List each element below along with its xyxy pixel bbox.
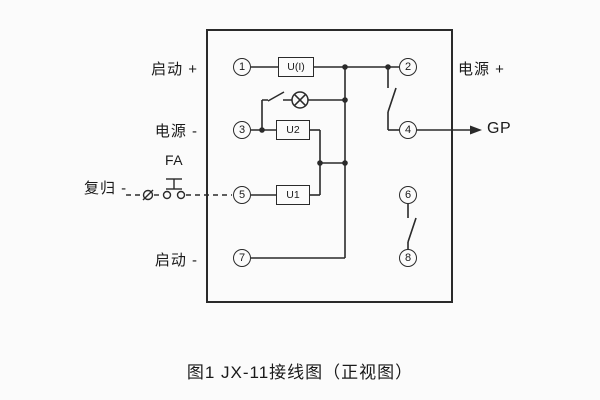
label-fa: FA <box>164 152 184 168</box>
junction-dots <box>259 64 391 166</box>
gp-arrow <box>470 125 482 135</box>
unit-u2-label: U2 <box>286 123 300 136</box>
contact-t2-t4 <box>387 67 397 130</box>
label-gp: GP <box>487 120 512 137</box>
terminal-7-number: 7 <box>238 251 246 264</box>
unit-box-u2: U2 <box>276 120 310 140</box>
junction-dot <box>342 97 348 103</box>
reset-button-symbol <box>126 178 232 201</box>
terminal-2: 2 <box>399 58 417 76</box>
gp-arrowhead <box>470 125 482 135</box>
label-power-plus: 电源 + <box>458 61 505 78</box>
terminal-1: 1 <box>233 58 251 76</box>
contact-2-4-blade <box>387 87 397 113</box>
terminal-5-number: 5 <box>238 188 246 201</box>
lamp-x-stroke-2 <box>293 93 307 107</box>
terminal-5: 5 <box>233 186 251 204</box>
junction-dot <box>342 64 348 70</box>
relay-case-outline <box>206 29 453 303</box>
reset-contact-circle-right <box>176 190 186 200</box>
label-start-minus: 启动 - <box>154 252 198 269</box>
terminal-8: 8 <box>399 249 417 267</box>
relay-case-rect <box>206 29 453 303</box>
junction-dot <box>317 160 323 166</box>
terminal-2-number: 2 <box>404 60 412 73</box>
figure-caption: 图1 JX-11接线图（正视图） <box>186 363 414 382</box>
unit-box-ui: U(I) <box>278 57 314 77</box>
junction-dot <box>342 160 348 166</box>
terminal-3: 3 <box>233 121 251 139</box>
unit-u1-label: U1 <box>286 188 300 201</box>
signal-lamp-symbol <box>262 91 309 109</box>
reset-socket-slash <box>142 189 154 201</box>
terminal-7: 7 <box>233 249 251 267</box>
reset-contact-circle-left <box>162 190 172 200</box>
contact-t6-t8 <box>407 204 417 249</box>
unit-ui-label: U(I) <box>287 60 305 73</box>
terminal-6: 6 <box>399 186 417 204</box>
terminal-3-number: 3 <box>238 123 246 136</box>
circuit-wires <box>251 66 472 259</box>
unit-box-u1: U1 <box>276 185 310 205</box>
junction-dot <box>385 64 391 70</box>
terminal-6-number: 6 <box>404 188 412 201</box>
label-start-plus: 启动 + <box>151 61 198 78</box>
junction-dot <box>259 127 265 133</box>
label-power-minus: 电源 - <box>154 123 198 140</box>
terminal-8-number: 8 <box>404 251 412 264</box>
contact-6-8-blade <box>407 217 417 243</box>
terminal-1-number: 1 <box>238 60 246 73</box>
lamp-contact-blade <box>267 91 285 102</box>
terminal-4-number: 4 <box>404 123 412 136</box>
terminal-4: 4 <box>399 121 417 139</box>
label-reset-minus: 复归 - <box>84 180 128 197</box>
